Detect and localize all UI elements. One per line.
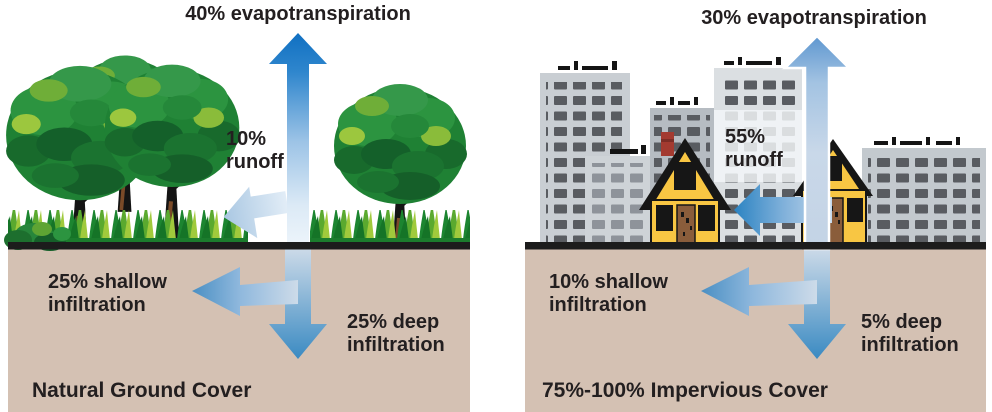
deep-infiltration-label2: infiltration — [347, 334, 445, 356]
ground-line — [8, 242, 470, 250]
runoff-word-label: runoff — [226, 151, 284, 173]
shallow-infiltration-arrow — [192, 267, 298, 316]
shallow-infiltration-label: 10% shallow — [549, 271, 668, 293]
shallow-infiltration-label2: infiltration — [48, 294, 146, 316]
evapotranspiration-label: 40% evapotranspiration — [185, 3, 411, 25]
soil-right — [525, 249, 986, 412]
deep-infiltration-label2: infiltration — [861, 334, 959, 356]
deep-infiltration-label: 25% deep — [347, 311, 439, 333]
runoff-pct-label: 10% — [226, 128, 266, 150]
shallow-infiltration-label2: infiltration — [549, 294, 647, 316]
ground-line — [525, 242, 986, 250]
building-icon — [585, 145, 650, 248]
evapotranspiration-arrow — [269, 33, 327, 249]
deep-infiltration-label: 5% deep — [861, 311, 942, 333]
shallow-infiltration-label: 25% shallow — [48, 271, 167, 293]
evapotranspiration-label: 30% evapotranspiration — [701, 7, 927, 29]
runoff-arrow — [223, 186, 289, 239]
panel-caption: Natural Ground Cover — [32, 379, 251, 402]
panel-impervious-cover: 30% evapotranspiration 55% runoff 10% sh… — [525, 7, 986, 412]
panel-caption: 75%-100% Impervious Cover — [542, 379, 828, 402]
runoff-pct-label: 55% — [725, 126, 765, 148]
shallow-infiltration-arrow — [701, 267, 817, 316]
panel-natural-ground-cover: 40% evapotranspiration 10% runoff 25% sh… — [4, 3, 470, 412]
runoff-word-label: runoff — [725, 149, 783, 171]
building-icon — [862, 137, 986, 248]
